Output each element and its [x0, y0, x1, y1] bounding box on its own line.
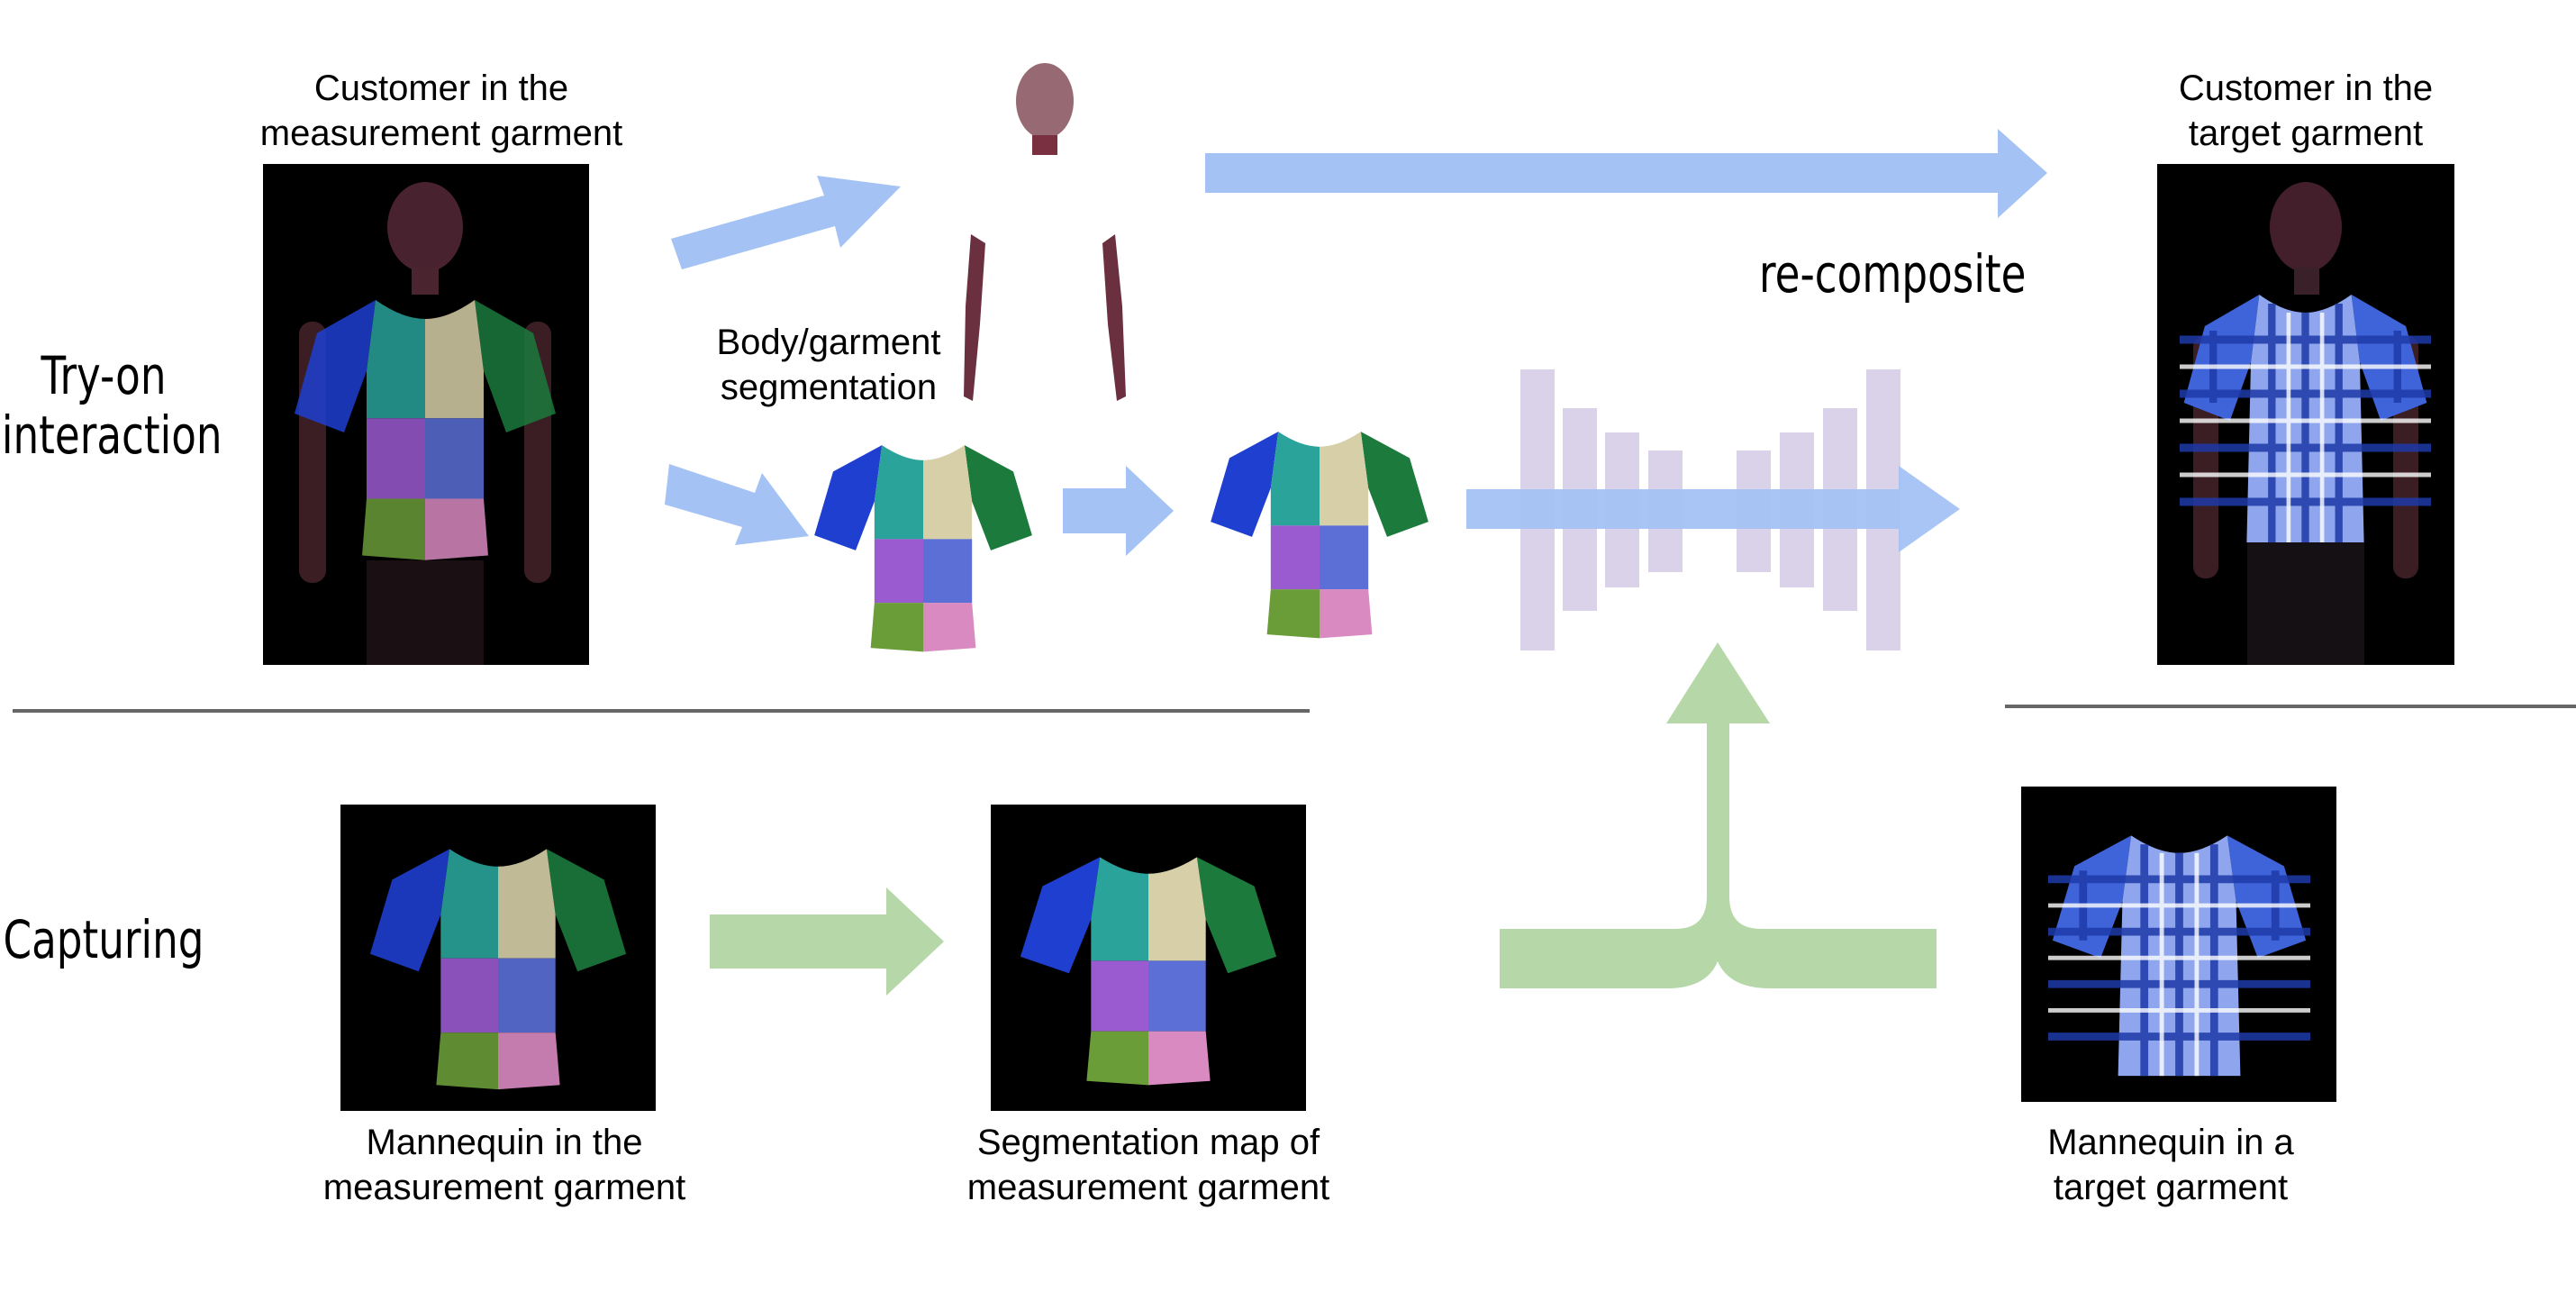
arrow-to-body	[671, 176, 901, 269]
segmented-shirt	[814, 445, 1032, 652]
photo-mannequin-target	[2021, 787, 2336, 1102]
caption-mannequin-measurement: Mannequin in the measurement garment	[322, 1123, 686, 1207]
section-label-capturing: Capturing	[3, 909, 204, 970]
body-segment-figure	[946, 54, 1180, 414]
arrow-capture-to-segmentation	[710, 887, 944, 996]
divider-left	[13, 709, 1310, 713]
label-recomposite: re-composite	[1759, 243, 2027, 305]
photo-customer-measurement	[263, 164, 589, 665]
caption-customer-measurement: Customer in the measurement garment	[259, 68, 623, 153]
arrow-to-segmentation	[665, 464, 809, 545]
caption-segmentation: Body/garment segmentation	[716, 323, 941, 407]
arrow-to-garment	[1063, 466, 1174, 556]
section-label-tryon: Try-on interaction	[1, 345, 222, 466]
photo-segmentation-map	[991, 805, 1306, 1111]
arrow-merge-up	[1500, 642, 1937, 988]
photo-customer-target	[2157, 164, 2454, 665]
caption-mannequin-target: Mannequin in a target garment	[2047, 1123, 2294, 1207]
photo-mannequin-measurement	[340, 805, 656, 1111]
arrow-through-network	[1466, 466, 1960, 552]
cropped-garment	[1211, 432, 1429, 639]
caption-segmentation-map: Segmentation map of measurement garment	[966, 1123, 1330, 1207]
divider-right	[2005, 705, 2576, 708]
caption-customer-target: Customer in the target garment	[2178, 68, 2434, 153]
arrow-top-recomposite	[1205, 129, 2047, 218]
